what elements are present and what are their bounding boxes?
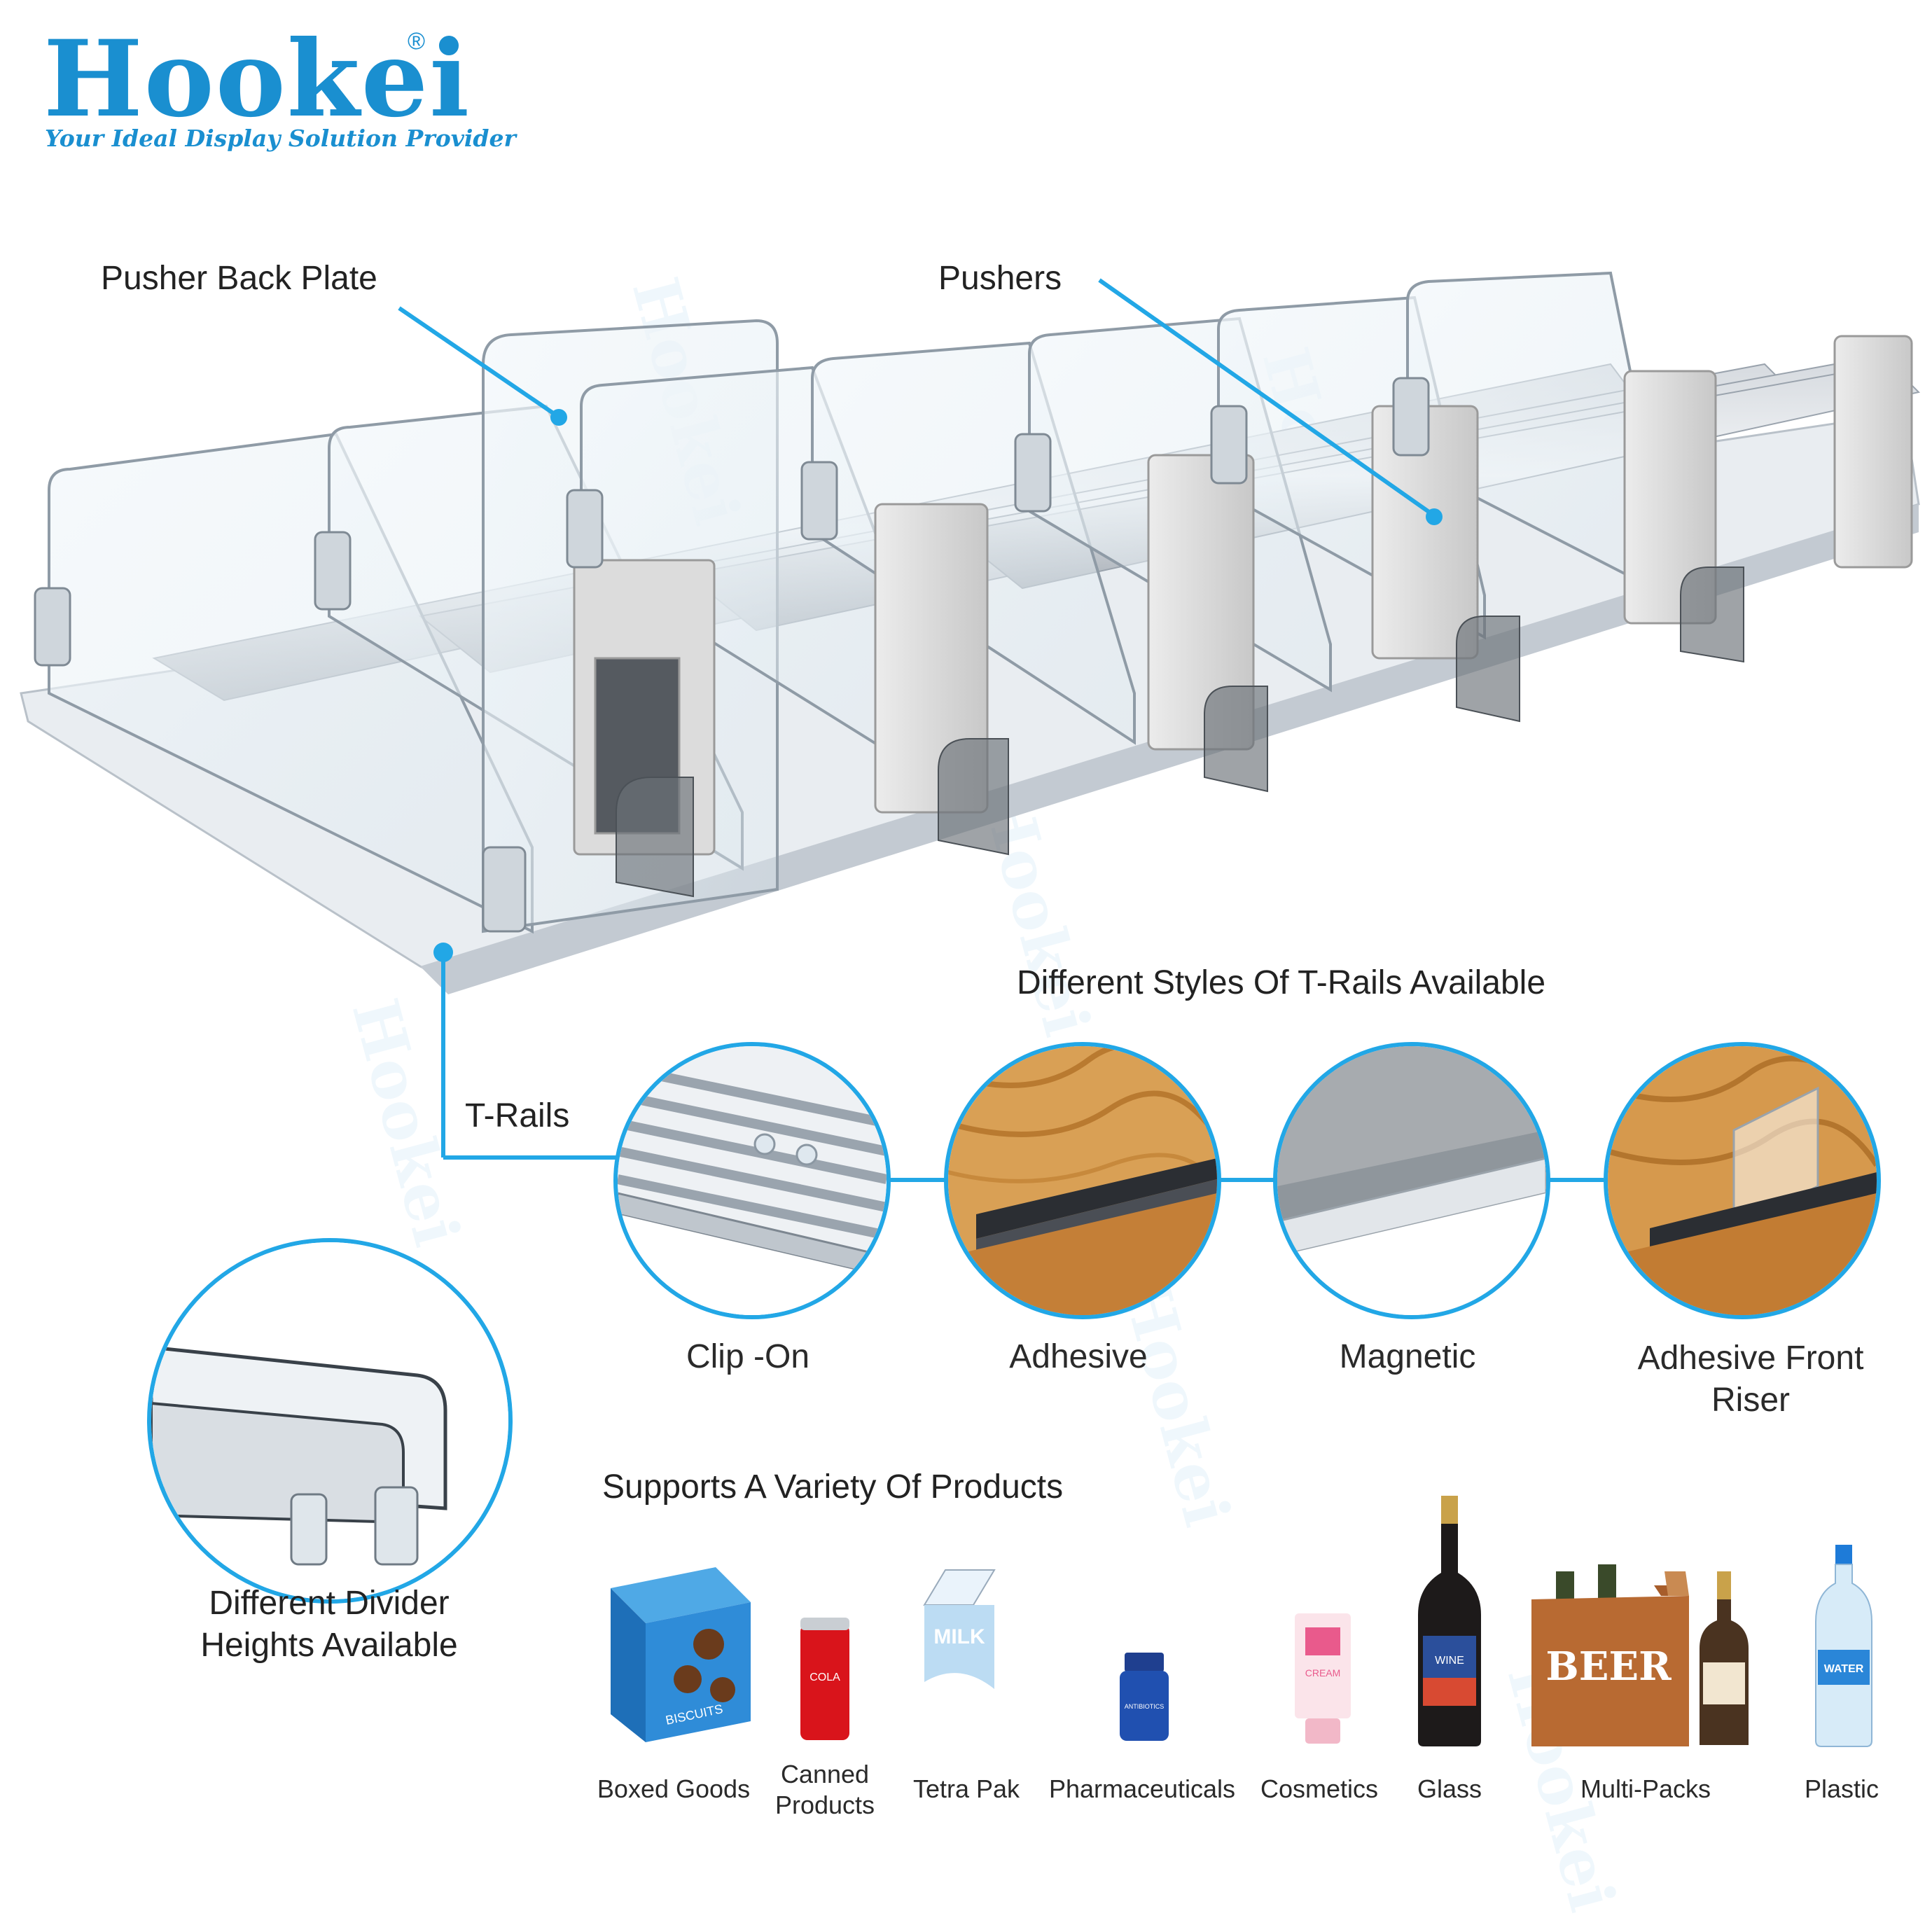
callout-pointer: [398, 306, 567, 426]
cream-tube-icon: CREAM: [1295, 1613, 1351, 1744]
callout-pushers: Pushers: [938, 260, 1062, 297]
products-section-title: Supports A Variety Of Products: [602, 1468, 1064, 1506]
callout-t-rails: T-Rails: [465, 1097, 570, 1134]
cola-can-icon: COLA: [800, 1618, 849, 1740]
callout-pointer: [1098, 278, 1443, 525]
brand-tagline: Your Ideal Display Solution Provider: [45, 125, 516, 152]
product-label-boxed-goods: Boxed Goods: [597, 1774, 751, 1803]
product-print: WINE: [1435, 1655, 1464, 1667]
product-label-multi-packs: Multi-Packs: [1580, 1774, 1711, 1803]
product-label-glass: Glass: [1417, 1774, 1482, 1803]
callout-pusher-back-plate: Pusher Back Plate: [101, 260, 377, 297]
trail-style-label-adhesive-front-riser: Adhesive Front Riser: [1637, 1340, 1864, 1419]
wine-bottle-icon: WINE: [1418, 1496, 1481, 1746]
magnetic-rail-image: [1273, 1042, 1550, 1319]
pusher-system-illustration: [20, 271, 1921, 994]
product-print: CREAM: [1305, 1667, 1341, 1679]
beer-pack-icon: BEER: [1531, 1564, 1749, 1746]
adhesive-rail-image: [944, 1042, 1221, 1319]
registered-mark: ®: [408, 28, 426, 55]
trail-style-label-magnetic: Magnetic: [1339, 1338, 1476, 1375]
divider-heights-label-line1: Different Divider: [209, 1585, 450, 1622]
product-print: ANTIBIOTICS: [1125, 1703, 1165, 1710]
clip-on-rail-image: [613, 1042, 891, 1319]
biscuit-box-icon: BISCUITS: [611, 1567, 751, 1742]
milk-carton-icon: MILK: [923, 1569, 996, 1742]
divider-heights-image: [147, 1238, 513, 1604]
trail-style-label-adhesive: Adhesive: [1009, 1338, 1148, 1375]
water-bottle-icon: WATER: [1815, 1545, 1872, 1747]
product-label-plastic: Plastic: [1804, 1774, 1879, 1803]
product-label-tetra-pak: Tetra Pak: [912, 1774, 1020, 1803]
product-print: COLA: [809, 1672, 840, 1683]
product-print: WATER: [1824, 1663, 1864, 1675]
product-label-cosmetics: Cosmetics: [1260, 1774, 1379, 1803]
divider-heights-label-line2: Heights Available: [200, 1627, 458, 1664]
pill-bottle-icon: ANTIBIOTICS: [1120, 1653, 1169, 1741]
adhesive-front-riser-image: [1604, 1042, 1881, 1319]
product-label-pharmaceuticals: Pharmaceuticals: [1048, 1774, 1236, 1803]
brand-name: Hookei: [43, 18, 471, 141]
product-label-canned-products: Canned Products: [774, 1760, 875, 1819]
product-print: MILK: [933, 1625, 985, 1648]
product-print: BEER: [1545, 1643, 1672, 1690]
trail-section-title: Different Styles Of T-Rails Available: [1017, 964, 1546, 1001]
trail-style-label-clip-on: Clip -On: [686, 1338, 810, 1375]
brand-logo: Hookei ® Your Ideal Display Solution Pro…: [43, 27, 516, 160]
